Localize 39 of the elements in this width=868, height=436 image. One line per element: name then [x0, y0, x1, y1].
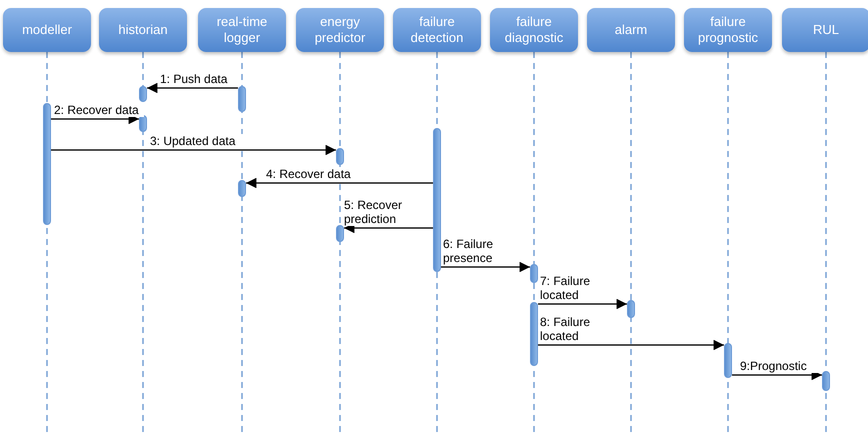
- activation-bar: [530, 264, 538, 283]
- activation-bar: [433, 128, 441, 272]
- activation-bar: [336, 148, 344, 165]
- lifeline-header: [684, 8, 772, 52]
- lifeline-header: [3, 8, 91, 52]
- lifeline-name: failure prognostic: [697, 14, 759, 46]
- message-label: 9:Prognostic: [740, 359, 820, 373]
- message-arrow: [538, 340, 724, 350]
- lifeline-name: failure diagnostic: [504, 14, 564, 46]
- activation-bar: [238, 86, 246, 112]
- message-arrow: [147, 82, 238, 94]
- message-label: 2: Recover data: [54, 103, 144, 117]
- message-arrow: [51, 144, 336, 156]
- lifeline-header: [296, 8, 384, 52]
- lifeline-header: [99, 8, 187, 52]
- lifeline-header: [490, 8, 578, 52]
- activation-bar: [139, 86, 147, 102]
- lifeline-name: RUL: [812, 22, 840, 38]
- message-arrow: [246, 178, 433, 188]
- lifeline-name: modeller: [21, 22, 73, 38]
- lifeline-name: real-time logger: [216, 14, 268, 46]
- activation-bar: [238, 180, 246, 197]
- lifeline-name: failure detection: [410, 14, 464, 46]
- activation-bar: [724, 343, 732, 378]
- message-arrow: [441, 262, 530, 272]
- activation-bar: [627, 300, 635, 318]
- lifeline-name: energy predictor: [314, 14, 366, 46]
- lifeline-header: [198, 8, 286, 52]
- lifeline-name: alarm: [614, 22, 648, 38]
- message-arrow: [538, 298, 627, 310]
- lifeline-header: [782, 8, 868, 52]
- activation-bar: [43, 103, 51, 225]
- activation-bar: [139, 115, 147, 132]
- activation-bar: [336, 225, 344, 242]
- activation-bar: [530, 302, 538, 366]
- lifeline-header: [393, 8, 481, 52]
- lifeline-header: [587, 8, 675, 52]
- lifeline-name: historian: [117, 22, 169, 38]
- activation-bar: [822, 371, 830, 391]
